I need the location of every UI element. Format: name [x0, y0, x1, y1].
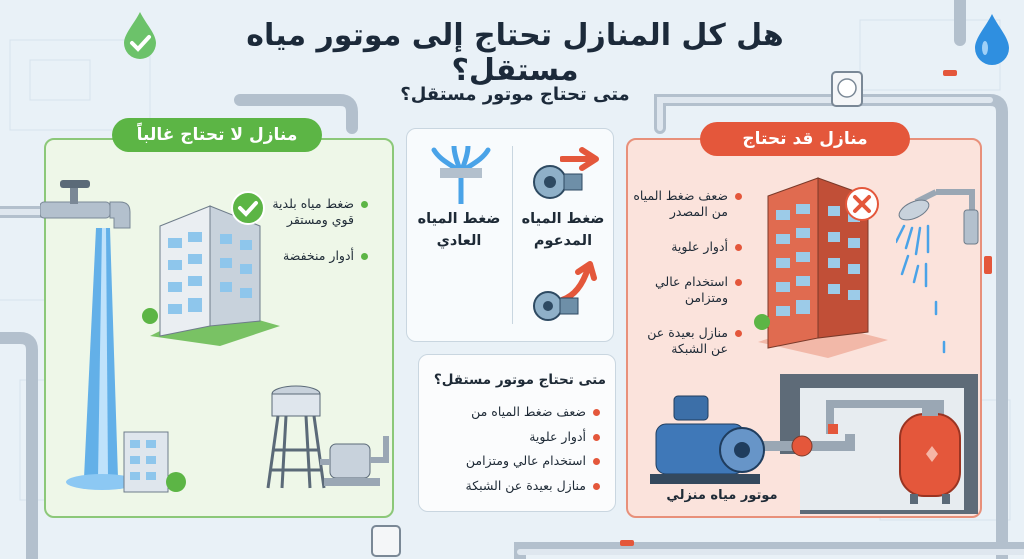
- pump-icon: [650, 395, 765, 484]
- list-item: ضغط مياه بلدية قوي ومستقر: [258, 196, 368, 228]
- faucet-icon: [40, 180, 131, 229]
- when-needed-title: متى تحتاج موتور مستقل؟: [433, 372, 606, 388]
- red-bullets: ضعف ضغط المياه من المصدر أدوار علوية است…: [632, 188, 742, 376]
- water-meter-icon: [371, 525, 401, 557]
- small-building-icon: [123, 431, 186, 493]
- water-drop-check-icon: [124, 12, 156, 59]
- pump-icon: [533, 291, 579, 321]
- green-panel-header: منازل لا تحتاج غالباً: [112, 118, 322, 152]
- check-badge-icon: [231, 191, 265, 225]
- list-item: استخدام عالي ومتزامن: [430, 453, 600, 469]
- pressure-comparison-panel: [406, 128, 614, 342]
- list-item: منازل بعيدة عن عن الشبكة: [632, 325, 742, 357]
- pressure-tank-icon: [899, 400, 961, 504]
- page-subtitle: متى تحتاج موتور مستقل؟: [400, 84, 630, 105]
- green-bullets: ضغط مياه بلدية قوي ومستقر أدوار منخفضة: [258, 196, 368, 284]
- shower-icon: [896, 189, 979, 354]
- when-needed-bullets: ضعف ضغط المياه من أدوار علوية استخدام عا…: [430, 404, 600, 502]
- home-pump-label: موتور مياه منزلي: [666, 488, 778, 503]
- list-item: ضعف ضغط المياه من: [430, 404, 600, 420]
- list-item: أدوار علوية: [430, 429, 600, 445]
- list-item: ضعف ضغط المياه من المصدر: [632, 188, 742, 220]
- water-tower-icon: [266, 385, 389, 489]
- list-item: أدوار علوية: [632, 239, 742, 255]
- apartment-building-green: [142, 205, 280, 346]
- water-stream: [66, 228, 138, 490]
- normal-pressure-label: ضغط المياه العادي: [417, 211, 501, 249]
- boosted-pressure-label: ضغط المياه المدعوم: [521, 211, 605, 249]
- water-meter-icon: [831, 71, 863, 107]
- pump-icon: [533, 165, 583, 199]
- water-drop-icon: [975, 14, 1009, 65]
- arrow-right-icon: [560, 147, 599, 171]
- divider: [512, 146, 513, 324]
- x-badge-icon: [845, 187, 879, 221]
- when-needed-panel: [418, 354, 616, 512]
- normal-pressure-icon: [431, 146, 491, 204]
- list-item: استخدام عالي ومتزامن: [632, 274, 742, 306]
- red-panel-header: منازل قد تحتاج: [700, 122, 910, 156]
- list-item: أدوار منخفضة: [258, 248, 368, 264]
- list-item: منازل بعيدة عن الشبكة: [430, 478, 600, 494]
- page-title: هل كل المنازل تحتاج إلى موتور مياه مستقل…: [246, 18, 784, 88]
